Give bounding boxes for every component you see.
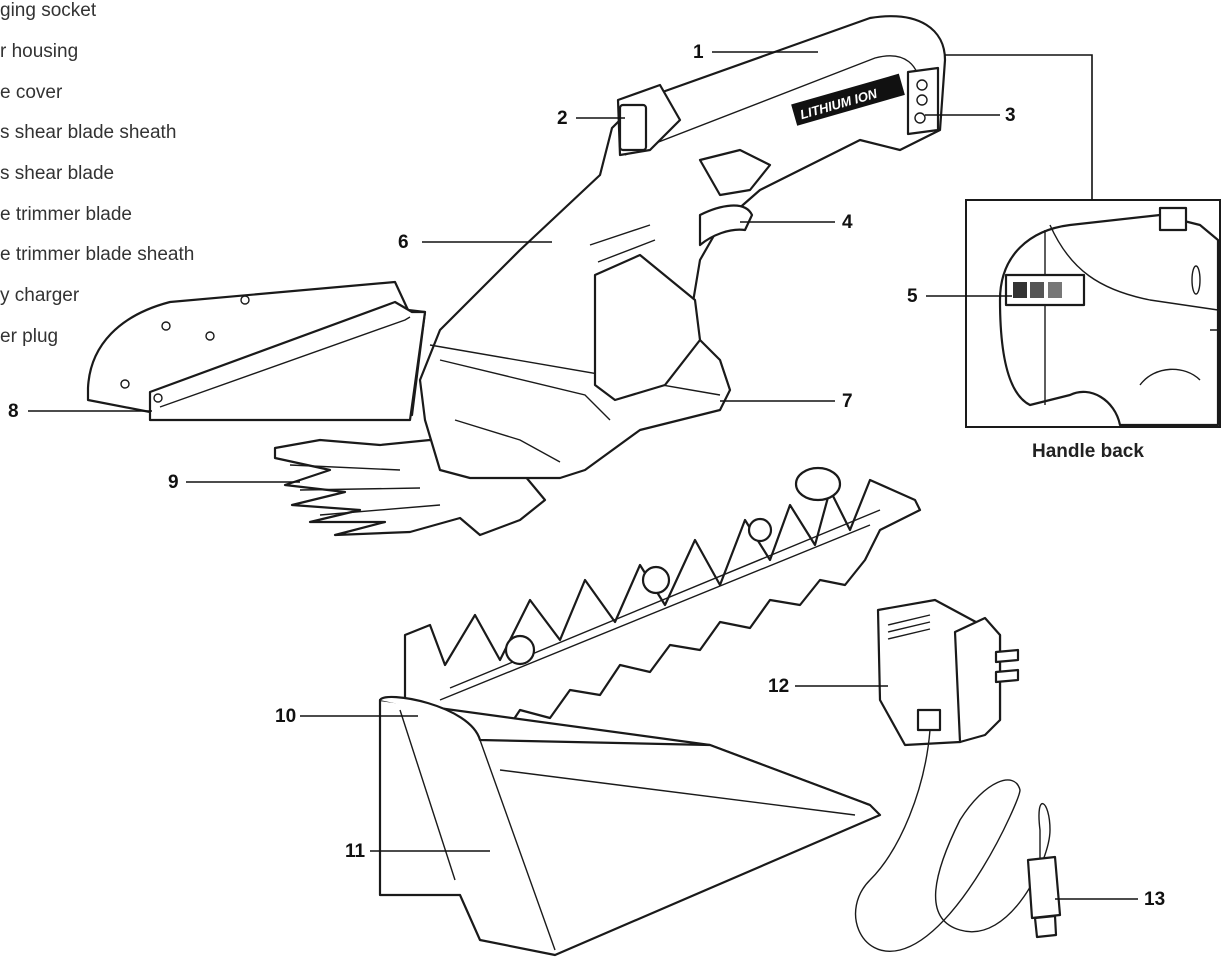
svg-text:9: 9 xyxy=(168,472,179,493)
svg-text:6: 6 xyxy=(398,232,409,253)
legend-item: s shear blade sheath xyxy=(0,122,177,143)
svg-text:12: 12 xyxy=(768,676,789,697)
svg-text:11: 11 xyxy=(345,841,366,862)
legend-item: e cover xyxy=(0,82,63,103)
legend-item: e trimmer blade sheath xyxy=(0,244,195,265)
trimmer-body: LITHIUM ION xyxy=(418,15,947,480)
hedge-trimmer-blade-sheath xyxy=(378,695,882,957)
handle-back-inset xyxy=(945,54,1221,428)
callout-12: 12 xyxy=(768,676,888,697)
callout-7: 7 xyxy=(720,391,853,412)
svg-text:5: 5 xyxy=(907,286,918,307)
svg-text:8: 8 xyxy=(8,401,19,422)
svg-text:3: 3 xyxy=(1005,105,1016,126)
svg-text:1: 1 xyxy=(693,42,704,63)
callout-13: 13 xyxy=(1055,889,1165,910)
svg-text:4: 4 xyxy=(842,212,853,233)
callout-3: 3 xyxy=(925,105,1016,126)
svg-text:2: 2 xyxy=(557,108,568,129)
callout-9: 9 xyxy=(168,472,300,493)
callout-5: 5 xyxy=(907,286,1012,307)
callout-1: 1 xyxy=(693,42,818,63)
callout-10: 10 xyxy=(275,706,418,727)
legend-item: r housing xyxy=(0,41,79,62)
legend-item: e trimmer blade xyxy=(0,204,132,225)
shear-blade-sheath xyxy=(86,280,427,422)
inset-caption: Handle back xyxy=(1032,441,1144,462)
legend-item: s shear blade xyxy=(0,163,115,184)
callout-2: 2 xyxy=(557,108,625,129)
svg-text:7: 7 xyxy=(842,391,853,412)
callout-4: 4 xyxy=(740,212,853,233)
legend-item: y charger xyxy=(0,285,80,306)
svg-text:10: 10 xyxy=(275,706,296,727)
battery-charger xyxy=(854,598,1062,952)
legend-item: er plug xyxy=(0,326,59,347)
callout-6: 6 xyxy=(398,232,552,253)
svg-text:13: 13 xyxy=(1144,889,1165,910)
legend-item: ging socket xyxy=(0,0,97,21)
callout-8: 8 xyxy=(8,401,152,422)
hedge-trimmer-blade xyxy=(403,466,922,772)
callout-11: 11 xyxy=(345,841,490,862)
